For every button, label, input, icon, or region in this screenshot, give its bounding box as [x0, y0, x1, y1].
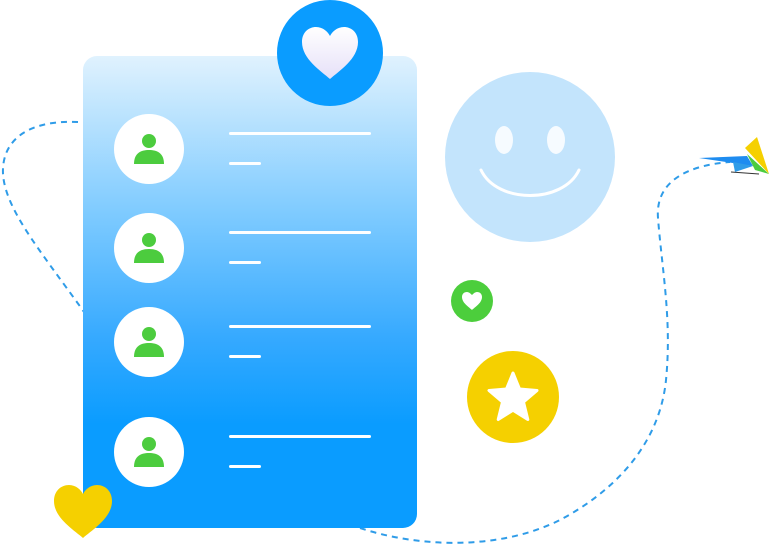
list-item-title-placeholder — [229, 435, 371, 438]
list-item-subtitle-placeholder — [229, 162, 261, 165]
left-dashed-path — [1, 120, 85, 313]
list-item[interactable] — [83, 307, 417, 377]
user-icon — [134, 327, 164, 357]
avatar — [114, 307, 184, 377]
paper-plane-shape — [699, 137, 769, 175]
list-item-subtitle-placeholder — [229, 465, 261, 468]
avatar — [114, 114, 184, 184]
list-item[interactable] — [83, 213, 417, 283]
paper-plane-icon — [697, 136, 769, 178]
star-icon — [487, 371, 539, 421]
decor-heart-icon — [52, 484, 114, 540]
heart-icon — [462, 292, 482, 310]
heart-icon — [302, 27, 358, 79]
list-item-subtitle-placeholder — [229, 261, 261, 264]
user-icon — [134, 134, 164, 164]
heart-badge — [277, 0, 383, 106]
smiley-face-shape — [479, 126, 581, 197]
user-icon — [134, 437, 164, 467]
star-badge — [467, 351, 559, 443]
right-dashed-path — [359, 161, 731, 544]
smiley-face-icon — [445, 72, 615, 242]
user-icon — [134, 233, 164, 263]
list-item[interactable] — [83, 114, 417, 184]
list-item[interactable] — [83, 417, 417, 487]
user-list-card — [83, 56, 417, 528]
list-item-title-placeholder — [229, 132, 371, 135]
list-item-title-placeholder — [229, 231, 371, 234]
avatar — [114, 417, 184, 487]
small-heart-badge — [451, 280, 493, 322]
list-item-subtitle-placeholder — [229, 355, 261, 358]
avatar — [114, 213, 184, 283]
list-item-title-placeholder — [229, 325, 371, 328]
heart-icon — [54, 485, 112, 538]
